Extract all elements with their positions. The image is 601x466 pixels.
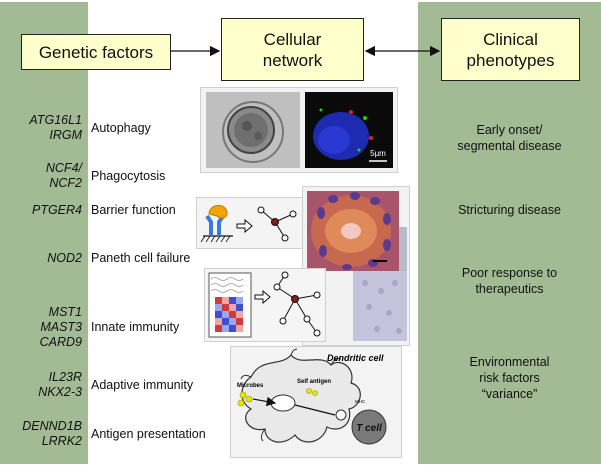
- process-label: Phagocytosis: [91, 169, 166, 183]
- autophagy-image-frame: 5μm: [200, 87, 398, 173]
- gene-label: NCF4/ NCF2: [45, 161, 82, 190]
- phenotype-label: Early onset/ segmental disease: [457, 123, 562, 153]
- scale-bar-label: 5μm: [370, 149, 386, 158]
- microbes-icon: [237, 391, 253, 407]
- process-label: Autophagy: [91, 121, 151, 135]
- receptor-icon: [205, 214, 225, 236]
- gene-label: IL23R NKX2-3: [38, 370, 82, 399]
- mhc-label: MHC: [355, 399, 366, 404]
- dendritic-cell-frame: Dendritic cell Microbes Self antigen MHC…: [230, 346, 402, 458]
- ligand-icon: [208, 205, 228, 219]
- process-label: Barrier function: [91, 203, 176, 217]
- arrow-icon: [254, 289, 271, 305]
- dendritic-cell-diagram: Dendritic cell Microbes Self antigen MHC…: [237, 348, 387, 445]
- heatmap-network: [208, 271, 321, 338]
- gene-label: DENND1B LRRK2: [22, 419, 82, 448]
- genetic-factors-panel: [0, 2, 88, 464]
- clinical-phenotypes-box: Clinical phenotypes: [441, 18, 580, 81]
- phenotype-label: Stricturing disease: [458, 203, 561, 217]
- microbes-label: Microbes: [237, 383, 264, 389]
- process-label: Adaptive immunity: [91, 378, 194, 392]
- self-antigen-label: Self antigen: [297, 379, 331, 385]
- genetic-factors-box: Genetic factors: [21, 34, 171, 70]
- paneth-histology: [307, 191, 407, 341]
- process-label: Paneth cell failure: [91, 251, 191, 265]
- process-label: Innate immunity: [91, 320, 180, 334]
- gene-label: PTGER4: [31, 203, 82, 217]
- arrow-icon: [236, 218, 253, 234]
- receptor-schematic: [200, 205, 297, 243]
- gene-label: ATG16L1 IRGM: [29, 113, 82, 142]
- t-cell-label: T cell: [356, 423, 382, 434]
- barrier-schematic-frame: [196, 197, 304, 249]
- autophagy-micrographs: 5μm: [206, 92, 393, 168]
- phenotype-label: Environmental risk factors “variance”: [469, 355, 550, 401]
- gene-label: MST1 MAST3 CARD9: [39, 305, 82, 349]
- gene-label: NOD2: [47, 251, 82, 265]
- network-heatmap-frame: [204, 268, 326, 342]
- cellular-network-box: Cellular network: [221, 18, 364, 81]
- phenotype-label: Poor response to therapeutics: [461, 266, 558, 296]
- dendritic-cell-label: Dendritic cell: [327, 353, 384, 363]
- process-label: Antigen presentation: [91, 427, 206, 441]
